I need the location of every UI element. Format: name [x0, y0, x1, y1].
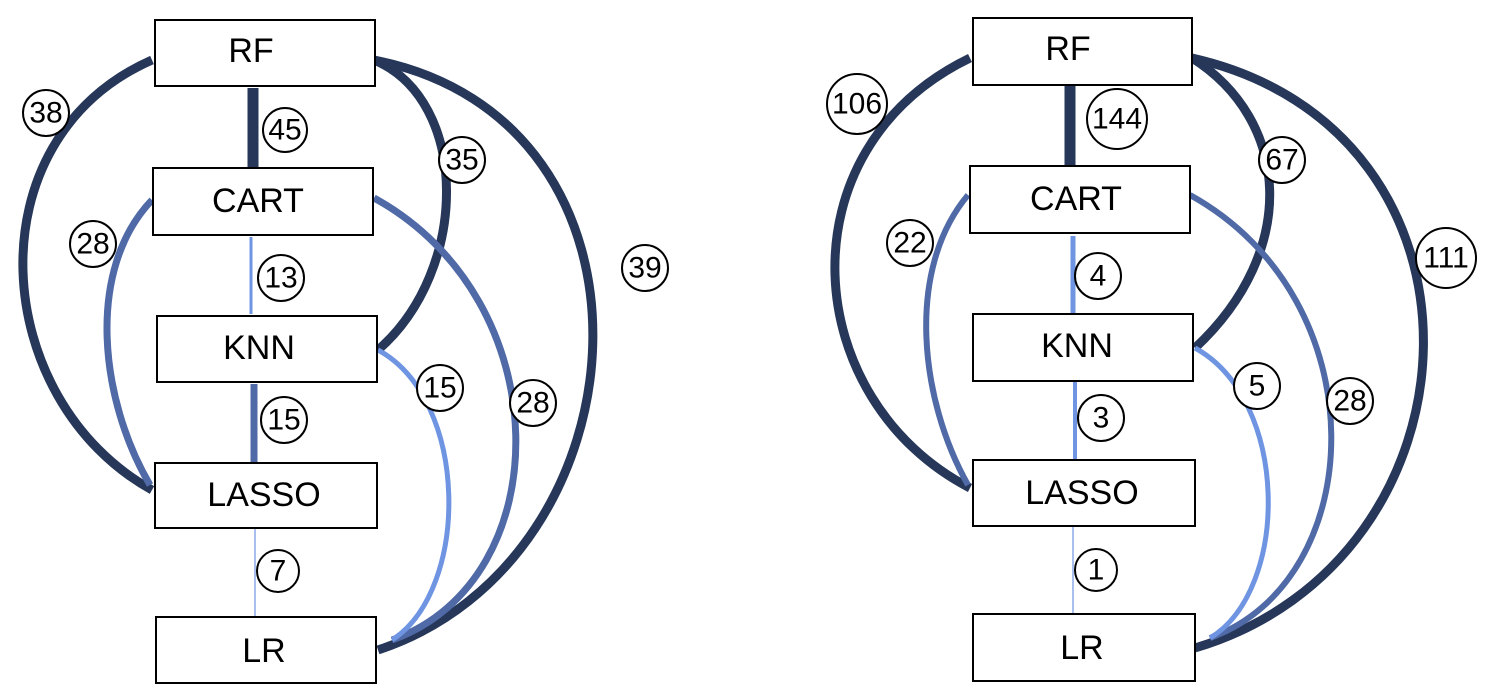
node-lr-label: LR: [242, 632, 285, 670]
node-lr-label: LR: [1060, 629, 1103, 667]
badge-cart-lr-value: 28: [1333, 385, 1366, 418]
badge-cart-knn-value: 13: [264, 262, 297, 295]
edge-rf-lr: [373, 55, 598, 655]
badge-rf-knn-circle: [1258, 136, 1306, 184]
badge-cart-lasso-circle: [69, 220, 117, 268]
badge-lasso-lr-circle: [256, 549, 300, 593]
badge-rf-knn-circle: [438, 136, 486, 184]
badge-cart-lasso-value: 28: [76, 228, 109, 261]
node-cart-label: CART: [212, 182, 304, 220]
diagram-right: RF CART KNN LASSO LR 106 144 67 22 111 4…: [826, 17, 1477, 682]
badge-knn-lasso-value: 3: [1093, 402, 1110, 435]
edge-rf-lasso: [830, 53, 973, 492]
badge-cart-lasso-value: 22: [893, 227, 926, 260]
badge-knn-lasso-circle: [1077, 394, 1125, 442]
badge-cart-knn-circle: [257, 254, 305, 302]
badge-knn-lasso-circle: [260, 396, 308, 444]
node-knn-label: KNN: [223, 329, 295, 367]
node-rf-label: RF: [228, 32, 273, 70]
badge-cart-lasso-circle: [886, 219, 934, 267]
edge-rf-lr: [1191, 53, 1428, 653]
edge-rf-knn: [372, 55, 451, 354]
node-lasso-box: [972, 459, 1196, 527]
node-cart-box: [969, 165, 1191, 234]
edge-cart-lr: [1188, 192, 1335, 641]
badge-knn-lr-value: 5: [1249, 370, 1266, 403]
badge-knn-lr-circle: [416, 364, 464, 412]
node-lr-box: [972, 613, 1196, 682]
node-lr-box: [155, 616, 377, 684]
badge-rf-cart-value: 144: [1092, 103, 1142, 136]
edge-cart-lasso: [923, 193, 971, 487]
node-lasso-label: LASSO: [207, 476, 320, 514]
node-rf-box: [972, 17, 1193, 86]
badge-rf-lr-circle: [621, 244, 669, 292]
edge-knn-lr: [1193, 345, 1271, 641]
badge-rf-cart-value: 45: [268, 114, 301, 147]
node-cart-box: [152, 167, 374, 236]
badge-cart-lr-circle: [509, 379, 557, 427]
badge-rf-lr-value: 111: [1423, 242, 1469, 275]
badge-rf-lr-circle: [1415, 227, 1477, 289]
badge-knn-lr-value: 15: [423, 372, 456, 405]
node-lasso-box: [154, 462, 378, 529]
badge-rf-lasso-circle: [826, 73, 888, 135]
badge-rf-lr-value: 39: [628, 252, 661, 285]
edge-knn-lr: [376, 347, 452, 643]
badge-rf-lasso-value: 106: [832, 88, 882, 121]
badge-lasso-lr-circle: [1074, 548, 1118, 592]
edge-rf-knn: [1189, 54, 1275, 352]
badge-knn-lasso-value: 15: [267, 404, 300, 437]
badge-cart-knn-circle: [1074, 252, 1122, 300]
badge-rf-cart-circle: [1086, 88, 1148, 150]
badge-cart-knn-value: 4: [1090, 260, 1107, 293]
badge-rf-lasso-circle: [22, 89, 70, 137]
diagram-left: RF CART KNN LASSO LR 38 45 35 28 13 39 1…: [18, 19, 669, 684]
node-knn-box: [972, 313, 1194, 382]
badge-rf-lasso-value: 38: [29, 97, 62, 130]
badge-knn-lr-circle: [1233, 362, 1281, 410]
node-knn-label: KNN: [1041, 327, 1113, 365]
node-cart-label: CART: [1030, 180, 1122, 218]
badge-rf-cart-circle: [262, 107, 308, 153]
node-rf-label: RF: [1045, 30, 1090, 68]
edge-cart-lr: [372, 194, 520, 644]
node-rf-box: [154, 19, 376, 87]
badge-lasso-lr-value: 1: [1088, 554, 1105, 587]
badge-cart-lr-value: 28: [516, 387, 549, 420]
badge-lasso-lr-value: 7: [270, 555, 287, 588]
badge-rf-knn-value: 35: [445, 144, 478, 177]
edge-rf-lasso: [18, 55, 155, 494]
edge-cart-lasso: [103, 197, 155, 487]
badge-cart-lr-circle: [1326, 377, 1374, 425]
node-lasso-label: LASSO: [1025, 474, 1138, 512]
badge-rf-knn-value: 67: [1265, 144, 1298, 177]
node-knn-box: [156, 315, 378, 383]
